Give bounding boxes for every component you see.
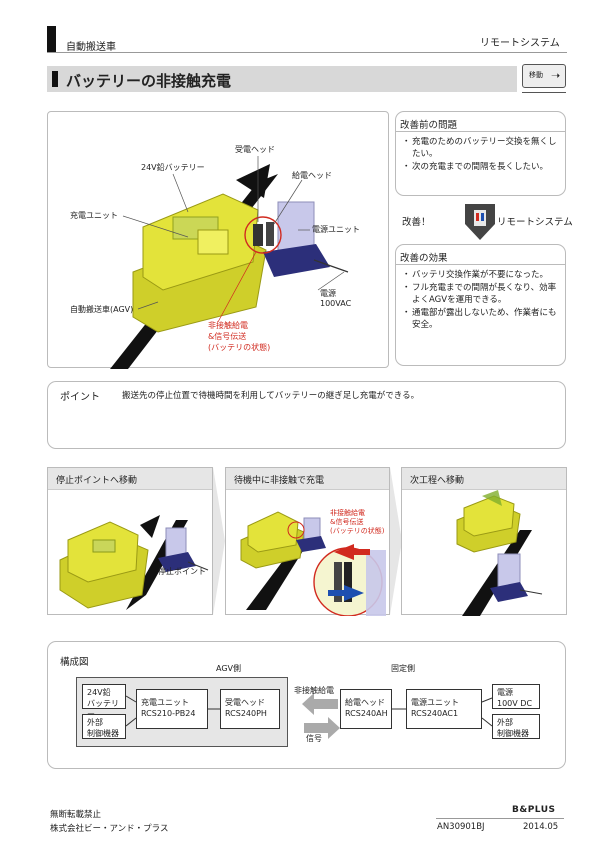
leader-charge-unit <box>122 215 189 238</box>
title-bar <box>47 66 517 92</box>
label-power-source-spec: 100VAC <box>320 299 352 308</box>
step-3-rail <box>462 530 532 616</box>
step-1-title: 停止ポイントへ移動 <box>48 468 212 490</box>
diagram-receiver-head: 受電ヘッド RCS240PH <box>220 689 280 729</box>
header-system: リモートシステム <box>480 38 560 49</box>
footer-divider <box>436 818 564 819</box>
receiver-head <box>253 224 263 246</box>
badge: 移動 ➝ <box>522 64 566 88</box>
diagram-power-unit: 電源ユニット RCS240AC1 <box>406 689 482 729</box>
diagram-charge-unit: 充電ユニット RCS210-PB24 <box>136 689 208 729</box>
after-item-2: フル充電までの間隔が長くなり、効率よくAGVを運用できる。 <box>402 282 560 306</box>
step-1-illustration <box>59 515 209 610</box>
feeder-head <box>266 222 274 246</box>
leader-noncontact <box>217 251 257 323</box>
noncontact-arrow-icon <box>302 693 338 715</box>
step-1-label: 停止ポイント <box>158 567 206 576</box>
label-noncontact-1: 非接触給電 <box>208 321 248 330</box>
step-3-title: 次工程へ移動 <box>402 468 566 490</box>
page-title: バッテリーの非接触充電 <box>66 72 232 90</box>
footer-logo: B&PLUS <box>512 805 556 815</box>
diagram-ext-ctrl-left: 外部 制御機器 <box>82 714 126 739</box>
after-title: 改善の効果 <box>400 253 448 264</box>
diagram-connectors <box>125 693 493 739</box>
diagram-signal: 信号 <box>306 734 322 743</box>
step-1-arrow-icon <box>140 515 160 538</box>
diagram-ext-ctrl-right: 外部 制御機器 <box>492 714 540 739</box>
signal-arrow-icon <box>304 717 340 739</box>
step-2-label-3: (バッテリの状態) <box>330 527 385 535</box>
header-category: 自動搬送車 <box>66 42 116 53</box>
badge-arrow-icon: ➝ <box>551 69 561 82</box>
step-2-signal-arrow-icon <box>344 585 364 601</box>
leader-power-source <box>317 271 345 291</box>
before-item-1: 充電のためのバッテリー交換を無くしたい。 <box>402 136 560 160</box>
badge-label: 移動 <box>529 71 543 79</box>
step-3: 次工程へ移動 <box>401 467 567 616</box>
after-panel: 改善の効果 バッテリ交換作業が不要になった。 フル充電までの間隔が長くなり、効率… <box>395 244 566 366</box>
step-2-label-2: &信号伝送 <box>330 518 364 526</box>
before-item-2: 次の充電までの間隔を長くしたい。 <box>402 161 560 173</box>
before-divider <box>396 131 565 132</box>
leader-battery <box>172 173 189 213</box>
point-text: 搬送先の停止位置で待機時間を利用してバッテリーの継ぎ足し充電ができる。 <box>122 391 420 401</box>
illustration-panel: 受電ヘッド 24V鉛バッテリー 給電ヘッド 充電ユニット 電源ユニット 電源 1… <box>47 111 389 369</box>
step-2-illustration <box>240 511 386 616</box>
label-power-source: 電源 <box>320 289 336 298</box>
diagram-noncontact: 非接触給電 <box>294 686 334 695</box>
step-chevron-1-icon <box>213 467 225 615</box>
step-1: 停止ポイントへ移動 停止ポイント <box>47 467 213 615</box>
footer-company: 株式会社ビー・アンド・プラス <box>50 824 169 834</box>
footer-notice: 無断転載禁止 <box>50 810 102 820</box>
power-cable <box>313 259 349 273</box>
label-receiver-head: 受電ヘッド <box>235 145 275 154</box>
agv-illustration <box>110 156 349 369</box>
contact-highlight-circle <box>244 216 282 254</box>
header-divider <box>47 52 567 53</box>
footer-date: 2014.05 <box>523 822 559 832</box>
step-2-label-1: 非接触給電 <box>330 509 365 517</box>
diagram-feeder-head: 給電ヘッド RCS240AH <box>340 689 392 729</box>
step-2-title: 待機中に非接触で充電 <box>226 468 389 490</box>
label-power-unit: 電源ユニット <box>312 225 360 234</box>
header-bar-accent <box>47 26 56 52</box>
label-agv: 自動搬送車(AGV) <box>70 305 134 314</box>
improve-label: 改善！ <box>402 217 431 228</box>
label-charge-unit: 充電ユニット <box>70 211 118 220</box>
before-panel: 改善前の問題 充電のためのバッテリー交換を無くしたい。 次の充電までの間隔を長く… <box>395 111 566 196</box>
label-noncontact-2: &信号伝送 <box>208 332 247 341</box>
diagram-fixed-side: 固定側 <box>391 664 415 673</box>
diagram-power: 電源 100V DC <box>492 684 540 709</box>
after-divider <box>396 264 565 265</box>
step-3-illustration <box>456 490 543 616</box>
agv-unit-block <box>197 229 229 255</box>
after-item-1: バッテリ交換作業が不要になった。 <box>402 269 560 281</box>
track-arrow-icon <box>236 164 270 198</box>
step-2-power-arrow-icon <box>334 544 354 560</box>
improve-arrow-icon <box>465 204 495 240</box>
step-chevron-2-icon <box>390 467 402 615</box>
diagram-agv-side: AGV側 <box>216 664 242 673</box>
label-noncontact-3: (バッテリの状態) <box>208 343 271 352</box>
before-title: 改善前の問題 <box>400 120 458 131</box>
improve-system: リモートシステム <box>497 217 573 228</box>
label-feeder-head: 給電ヘッド <box>292 171 332 180</box>
label-battery: 24V鉛バッテリー <box>141 163 205 172</box>
leader-feeder <box>273 179 303 225</box>
power-unit-body <box>277 201 315 253</box>
badge-underline <box>522 92 566 93</box>
diagram-title: 構成図 <box>60 657 89 668</box>
point-label: ポイント <box>60 392 100 403</box>
diagram-panel: 構成図 AGV側 固定側 24V鉛 バッテリー 充電ユニット RCS210-PB… <box>47 641 566 769</box>
power-unit-base <box>263 244 330 277</box>
title-bar-marker <box>52 71 58 87</box>
leader-agv <box>137 301 159 310</box>
after-item-3: 通電部が露出しないため、作業者にも安全。 <box>402 307 560 331</box>
footer-doc-id: AN30901BJ <box>437 822 485 832</box>
point-panel: ポイント 搬送先の停止位置で待機時間を利用してバッテリーの継ぎ足し充電ができる。 <box>47 381 566 449</box>
step-2: 待機中に非接触で充電 非接触給電 &信号伝送 (バッテリの状態) <box>225 467 390 616</box>
